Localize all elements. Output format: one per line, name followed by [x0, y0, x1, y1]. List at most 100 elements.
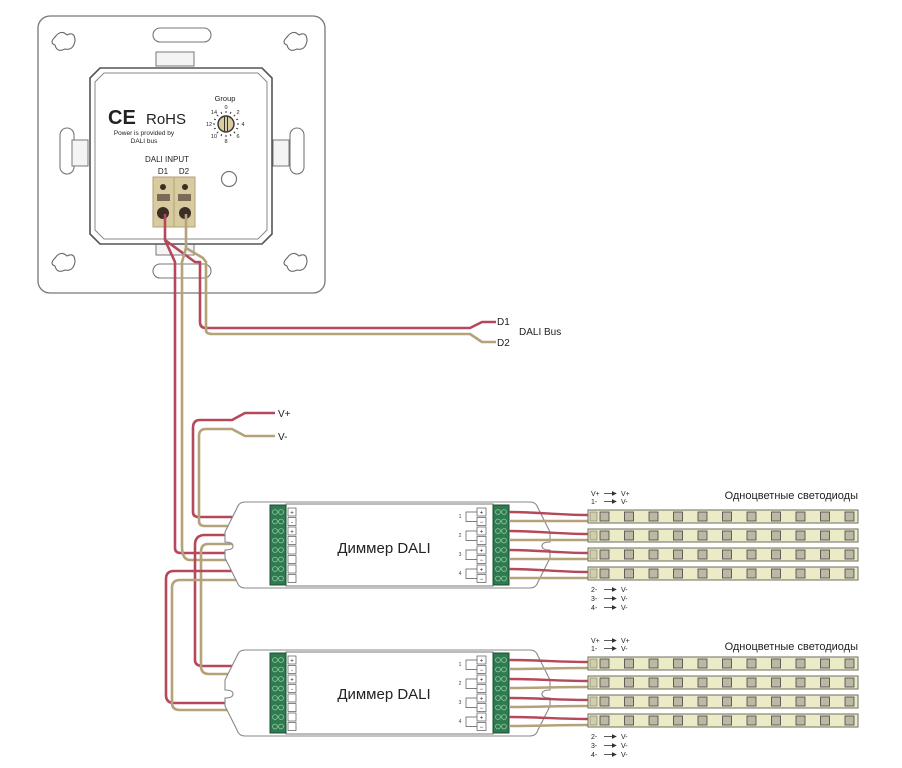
led-chip	[746, 715, 757, 726]
dimmers: +-+-+−1+−2+−3+−4+-+-+−1+−2+−3+−4	[224, 501, 589, 737]
led-chip	[624, 715, 634, 726]
svg-text:+: +	[480, 530, 484, 536]
led-chip	[599, 715, 610, 726]
svg-text:−: −	[480, 706, 484, 712]
led-chip	[624, 549, 634, 560]
led-chip	[820, 549, 830, 560]
terminal-d1-screw[interactable]	[157, 207, 169, 219]
svg-text:+: +	[480, 697, 484, 703]
led-chip	[820, 715, 830, 726]
led-chip	[844, 696, 855, 707]
strip-group-2-title: Одноцветные светодиоды	[725, 641, 859, 653]
input-pin	[287, 674, 297, 684]
led-chip	[795, 658, 806, 669]
led-chip	[771, 715, 781, 726]
svg-text:−: −	[480, 520, 484, 526]
svg-text:+: +	[290, 678, 294, 684]
led-chip	[771, 549, 781, 560]
led-chip	[820, 677, 830, 688]
terminal-d2-label: D2	[179, 167, 190, 176]
wires	[163, 214, 496, 712]
channel-number: 2	[459, 533, 462, 539]
svg-text:+: +	[290, 530, 294, 536]
led-chip	[746, 530, 757, 541]
led-chip	[673, 715, 683, 726]
led-chip	[624, 530, 634, 541]
input-pin	[287, 665, 297, 674]
led-chip	[599, 530, 610, 541]
led-chip	[746, 658, 757, 669]
group-rotary-switch[interactable]	[217, 115, 235, 133]
led-chip	[648, 549, 659, 560]
bus-d1-label: D1	[497, 317, 510, 328]
mapping-to: V-	[621, 605, 628, 612]
dimmer-2-label: Диммер DALI	[337, 686, 430, 703]
led-chip	[673, 696, 683, 707]
dali-terminal-block	[152, 176, 196, 228]
mapping-to: V-	[621, 743, 628, 750]
dial-tick	[213, 127, 217, 130]
led-chip	[795, 715, 806, 726]
input-terminal-block	[269, 652, 287, 734]
svg-text:-: -	[291, 520, 293, 526]
led-chip	[722, 530, 732, 541]
mapping-to: V-	[621, 587, 628, 594]
terminal-d2-screw[interactable]	[179, 207, 191, 219]
led-chip	[844, 568, 855, 579]
led-chip	[624, 568, 634, 579]
input-pin	[287, 526, 297, 536]
channel-number: 3	[459, 700, 462, 706]
svg-text:-: -	[291, 668, 293, 674]
power-note-line2: DALI bus	[131, 138, 158, 145]
led-strip	[587, 547, 859, 562]
output-terminal-block	[492, 504, 510, 586]
svg-text:−: −	[480, 687, 484, 693]
mapping-from: 2-	[591, 734, 598, 741]
wire-vminus-dimmer1	[197, 427, 275, 528]
group-label: Group	[215, 94, 236, 103]
led-chip	[771, 568, 781, 579]
led-chip	[697, 658, 708, 669]
led-chip	[844, 677, 855, 688]
svg-text:+: +	[480, 568, 484, 574]
dial-number: 0	[224, 105, 227, 111]
led-chip	[599, 677, 610, 688]
led-chip	[722, 677, 732, 688]
led-chip	[624, 696, 634, 707]
led-chip	[673, 511, 683, 522]
led-chip	[820, 696, 830, 707]
terminal-d1-label: D1	[158, 167, 169, 176]
dial-tick	[233, 131, 236, 134]
svg-text:+: +	[480, 511, 484, 517]
led-chip	[722, 511, 732, 522]
wire-strip-plus	[508, 658, 589, 664]
led-chip	[771, 658, 781, 669]
led-chip	[697, 530, 708, 541]
dial-number: 8	[224, 139, 227, 145]
wire-vminus-dimmer2	[199, 542, 270, 676]
led-chip	[795, 677, 806, 688]
led-chip	[673, 568, 683, 579]
channel-number: 3	[459, 552, 462, 558]
svg-text:+: +	[480, 678, 484, 684]
dial-tick	[235, 127, 239, 130]
wire-d2-dimmer1	[180, 247, 268, 562]
input-pin	[287, 507, 297, 517]
ce-mark: CE	[108, 107, 136, 129]
led-chip	[648, 696, 659, 707]
led-chip	[648, 568, 659, 579]
mapping-from: 1-	[591, 646, 598, 653]
led-chip	[771, 511, 781, 522]
led-chip	[697, 549, 708, 560]
clips	[71, 51, 290, 256]
dial-number: 12	[206, 122, 212, 128]
led-chip	[844, 658, 855, 669]
led-chip	[673, 677, 683, 688]
led-chip	[722, 696, 732, 707]
input-pin	[287, 722, 297, 731]
led-chip	[771, 677, 781, 688]
led-chip	[599, 658, 610, 669]
wire-strip-minus	[508, 685, 589, 690]
wire-d1-dimmer1	[163, 239, 270, 555]
svg-text:−: −	[480, 558, 484, 564]
